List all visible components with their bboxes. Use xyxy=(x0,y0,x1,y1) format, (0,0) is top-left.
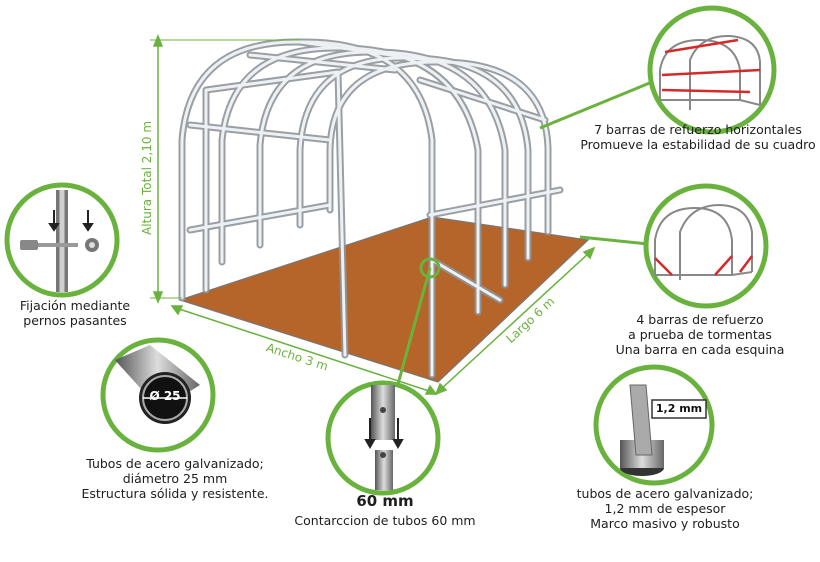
dimension-lines xyxy=(150,33,596,396)
caption-line: diámetro 25 mm xyxy=(122,471,228,486)
caption-line: tubos de acero galvanizado; xyxy=(576,486,754,501)
thickness-badge: 1,2 mm xyxy=(655,402,703,415)
caption-line: Tubos de acero galvanizado; xyxy=(86,456,264,471)
bolt-caption: Fijación mediante pernos pasantes xyxy=(0,298,150,328)
connector-lines xyxy=(393,80,653,396)
tube-caption: Tubos de acero galvanizado; diámetro 25 … xyxy=(60,456,290,501)
greenhouse-floor xyxy=(178,216,590,383)
caption-line: Fijación mediante xyxy=(19,298,131,313)
height-dimension-label: Altura Total 2,10 m xyxy=(140,120,154,235)
caption-line: Estructura sólida y resistente. xyxy=(81,486,269,501)
greenhouse-illustration xyxy=(178,38,590,383)
caption-line: pernos pasantes xyxy=(23,313,127,328)
storm-bars-caption: 4 barras de refuerzo a prueba de torment… xyxy=(590,312,810,357)
thickness-callout xyxy=(593,364,715,486)
thickness-caption: tubos de acero galvanizado; 1,2 mm de es… xyxy=(560,486,770,531)
caption-line: Una barra en cada esquina xyxy=(615,342,785,357)
horizontal-bars-callout xyxy=(647,5,777,135)
caption-line: Contarccion de tubos 60 mm xyxy=(294,513,476,528)
caption-line: Marco masivo y robusto xyxy=(590,516,740,531)
storm-bars-callout xyxy=(643,183,769,309)
tube-diameter-callout xyxy=(100,337,216,453)
bolt-callout xyxy=(4,182,120,298)
contraction-value: 60 mm xyxy=(356,492,414,510)
horizontal-bars-caption: 7 barras de refuerzo horizontales Promue… xyxy=(578,122,818,152)
diameter-badge: Ø 25 xyxy=(149,389,181,403)
contraction-caption: Contarccion de tubos 60 mm xyxy=(280,513,490,528)
caption-line: 1,2 mm de espesor xyxy=(604,501,726,516)
caption-line: Promueve la estabilidad de su cuadro xyxy=(580,137,816,152)
contraction-callout xyxy=(325,380,441,496)
caption-line: 4 barras de refuerzo xyxy=(636,312,764,327)
caption-line: 7 barras de refuerzo horizontales xyxy=(594,122,802,137)
joint-marker xyxy=(419,257,441,279)
caption-line: a prueba de tormentas xyxy=(628,327,772,342)
